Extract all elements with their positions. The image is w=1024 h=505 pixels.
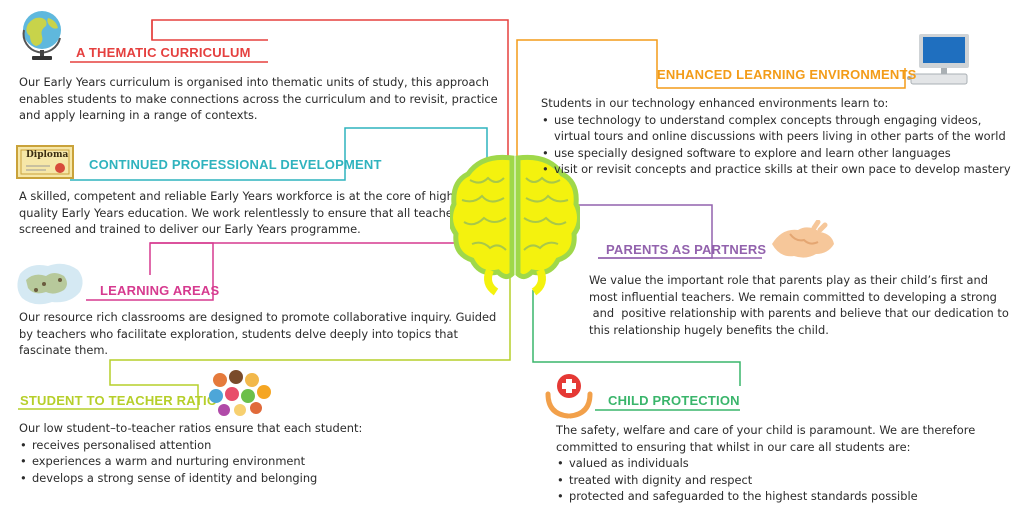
learning-areas-body: Our resource rich classrooms are designe…: [19, 309, 507, 359]
thematic-title: A THEMATIC CURRICULUM: [76, 45, 251, 60]
children-faces-icon: [206, 368, 276, 418]
thematic-body: Our Early Years curriculum is organised …: [19, 74, 499, 124]
enhanced-bullet: visit or revisit concepts and practice s…: [541, 161, 1021, 178]
connector-enhanced-main: [516, 39, 658, 160]
ratio-bullet-list: receives personalised attention experien…: [19, 437, 499, 487]
connector-professional: [70, 127, 488, 181]
connector-enhanced: [657, 68, 906, 89]
enhanced-bullet: use technology to understand complex con…: [541, 112, 1021, 129]
enhanced-intro: Students in our technology enhanced envi…: [541, 96, 889, 110]
map-icon: [14, 256, 88, 310]
connector-protection: [532, 290, 741, 386]
enhanced-bullet-list: use technology to understand complex con…: [541, 112, 1021, 178]
professional-body-text: A skilled, competent and reliable Early …: [19, 189, 486, 236]
ratio-title: STUDENT TO TEACHER RATIO: [20, 393, 218, 408]
protection-body: The safety, welfare and care of your chi…: [556, 422, 1016, 505]
ratio-body: Our low student–to-teacher ratios ensure…: [19, 420, 499, 486]
protection-title: CHILD PROTECTION: [608, 393, 740, 408]
parents-line: most influential teachers. We remain com…: [589, 289, 997, 304]
connector-thematic-main: [151, 19, 509, 170]
protection-bullet: treated with dignity and respect: [556, 472, 1016, 489]
handshake-icon: [770, 219, 836, 262]
ratio-intro: Our low student–to-teacher ratios ensure…: [19, 421, 363, 435]
brain-icon: [448, 150, 582, 300]
diploma-icon: Diploma: [16, 144, 76, 180]
protection-bullet: valued as individuals: [556, 455, 1016, 472]
parents-line: and positive relationship with parents a…: [589, 306, 1009, 320]
learning-areas-body-text: Our resource rich classrooms are designe…: [19, 310, 497, 357]
professional-title: CONTINUED PROFESSIONAL DEVELOPMENT: [89, 157, 382, 172]
protection-bullet: protected and safeguarded to the highest…: [556, 488, 1016, 505]
parents-title: PARENTS AS PARTNERS: [606, 242, 767, 257]
ratio-bullet: develops a strong sense of identity and …: [19, 470, 499, 487]
learning-areas-title: LEARNING AREAS: [100, 283, 220, 298]
enhanced-bullet-continuation: virtual tours and online discussions wit…: [554, 129, 1006, 143]
protection-bullet-list: valued as individuals treated with digni…: [556, 455, 1016, 505]
ratio-bullet: receives personalised attention: [19, 437, 499, 454]
enhanced-bullet: use specially designed software to explo…: [541, 145, 1021, 162]
globe-icon: [18, 6, 68, 64]
professional-body: A skilled, competent and reliable Early …: [19, 188, 489, 238]
ratio-bullet: experiences a warm and nurturing environ…: [19, 453, 499, 470]
connector-ratio: [18, 275, 511, 410]
protection-intro-line: The safety, welfare and care of your chi…: [556, 423, 976, 437]
connector-thematic: [151, 20, 268, 41]
enhanced-title: ENHANCED LEARNING ENVIRONMENTS: [657, 67, 917, 82]
enhanced-body: Students in our technology enhanced envi…: [541, 95, 1021, 178]
parents-line: We value the important role that parents…: [589, 273, 988, 287]
parents-body: We value the important role that parents…: [589, 272, 1019, 338]
diploma-label: Diploma: [26, 150, 69, 160]
medical-cross-hands-icon: [544, 370, 594, 420]
parents-line: this relationship hugely benefits the ch…: [589, 322, 829, 337]
thematic-body-text: Our Early Years curriculum is organised …: [19, 75, 498, 122]
protection-intro-line: committed to ensuring that whilst in our…: [556, 439, 911, 454]
computer-icon: [905, 32, 975, 88]
